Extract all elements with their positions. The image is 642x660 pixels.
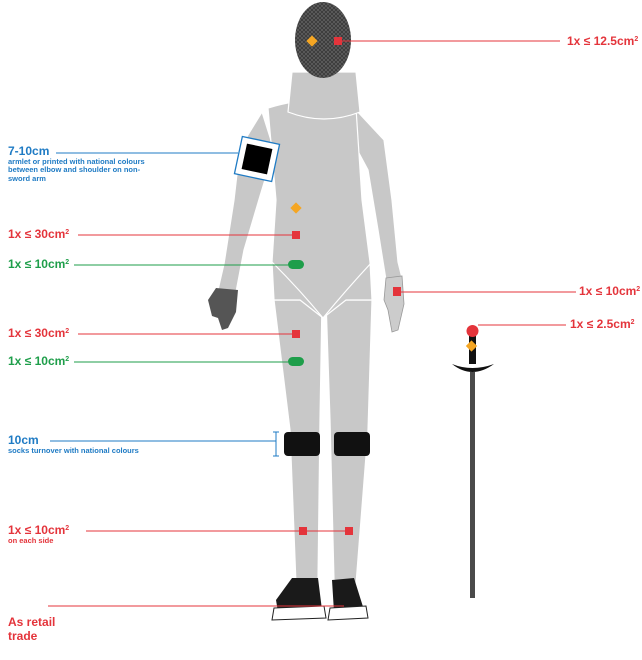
label-socks-sides-note: on each side bbox=[8, 537, 69, 546]
fencing-mask bbox=[295, 2, 351, 78]
label-jacket-red: 1x ≤ 30cm2 bbox=[8, 228, 69, 241]
right-glove bbox=[384, 276, 404, 332]
label-socks-note: socks turnover with national colours bbox=[8, 447, 139, 456]
label-weapon: 1x ≤ 2.5cm2 bbox=[570, 318, 635, 331]
label-shoes: As retail trade bbox=[8, 598, 55, 660]
weapon bbox=[452, 325, 494, 598]
jacket bbox=[268, 100, 372, 318]
weapon-blade bbox=[470, 372, 475, 598]
label-jacket-green: 1x ≤ 10cm2 bbox=[8, 258, 69, 271]
right-shoe-sole bbox=[328, 606, 368, 620]
label-mask: 1x ≤ 12.5cm2 bbox=[567, 35, 638, 48]
left-glove bbox=[208, 288, 238, 330]
sock-patch-right bbox=[345, 527, 353, 535]
label-glove: 1x ≤ 10cm2 bbox=[579, 285, 640, 298]
jacket-red-patch bbox=[292, 231, 300, 239]
label-trousers-green: 1x ≤ 10cm2 bbox=[8, 355, 69, 368]
label-socks-sides: 1x ≤ 10cm2 on each side bbox=[8, 524, 69, 545]
weapon-guard bbox=[452, 364, 494, 372]
label-socks: 10cm socks turnover with national colour… bbox=[8, 434, 139, 455]
national-armlet bbox=[234, 136, 279, 181]
label-armlet-note: armlet or printed with national colours … bbox=[8, 158, 148, 184]
label-trousers-red: 1x ≤ 30cm2 bbox=[8, 327, 69, 340]
fencing-uniform-diagram bbox=[0, 0, 642, 633]
trousers-green-patch bbox=[288, 357, 304, 366]
mask-bib bbox=[288, 72, 360, 119]
label-armlet: 7-10cm armlet or printed with national c… bbox=[8, 145, 148, 183]
jacket-green-patch bbox=[288, 260, 304, 269]
left-knee-band bbox=[284, 432, 320, 456]
weapon-pommel-patch bbox=[467, 325, 479, 337]
left-shoe-sole bbox=[272, 606, 326, 620]
glove-cuff-patch bbox=[393, 287, 401, 296]
trousers-red-patch bbox=[292, 330, 300, 338]
right-knee-band bbox=[334, 432, 370, 456]
mask-patch bbox=[334, 37, 342, 45]
